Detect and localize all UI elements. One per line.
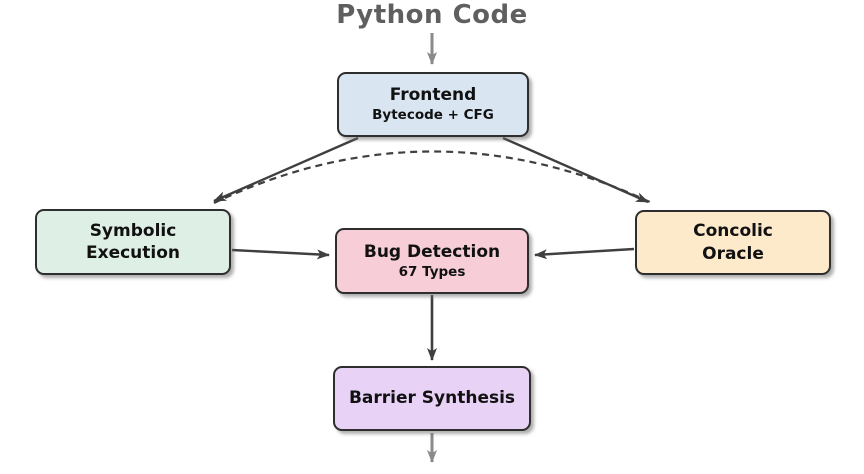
edge-concolic-to-bug — [534, 247, 635, 260]
edge-frontend-to-symbolic — [213, 136, 359, 203]
symbolic-label-line2: Execution — [85, 243, 181, 263]
frontend-sublabel: Bytecode + CFG — [372, 107, 494, 124]
node-concolic-oracle: Concolic Oracle — [635, 210, 831, 275]
edge-symbolic-concolic-dashed — [213, 150, 653, 204]
frontend-label: Frontend — [389, 85, 477, 106]
concolic-label-line2: Oracle — [702, 243, 764, 264]
node-symbolic-execution: Symbolic Execution — [35, 209, 231, 275]
concolic-label-line1: Concolic — [693, 221, 773, 242]
edge-symbolic-to-bug — [231, 248, 330, 260]
node-bug-detection: Bug Detection 67 Types — [335, 228, 529, 294]
diagram-title: Python Code — [336, 0, 528, 30]
node-frontend: Frontend Bytecode + CFG — [337, 72, 529, 137]
bug-label: Bug Detection — [363, 241, 501, 262]
node-barrier-synthesis: Barrier Synthesis — [333, 366, 531, 431]
symbolic-label-line1: Symbolic — [89, 220, 177, 241]
bug-sublabel: 67 Types — [398, 263, 466, 280]
barrier-label: Barrier Synthesis — [348, 388, 516, 409]
